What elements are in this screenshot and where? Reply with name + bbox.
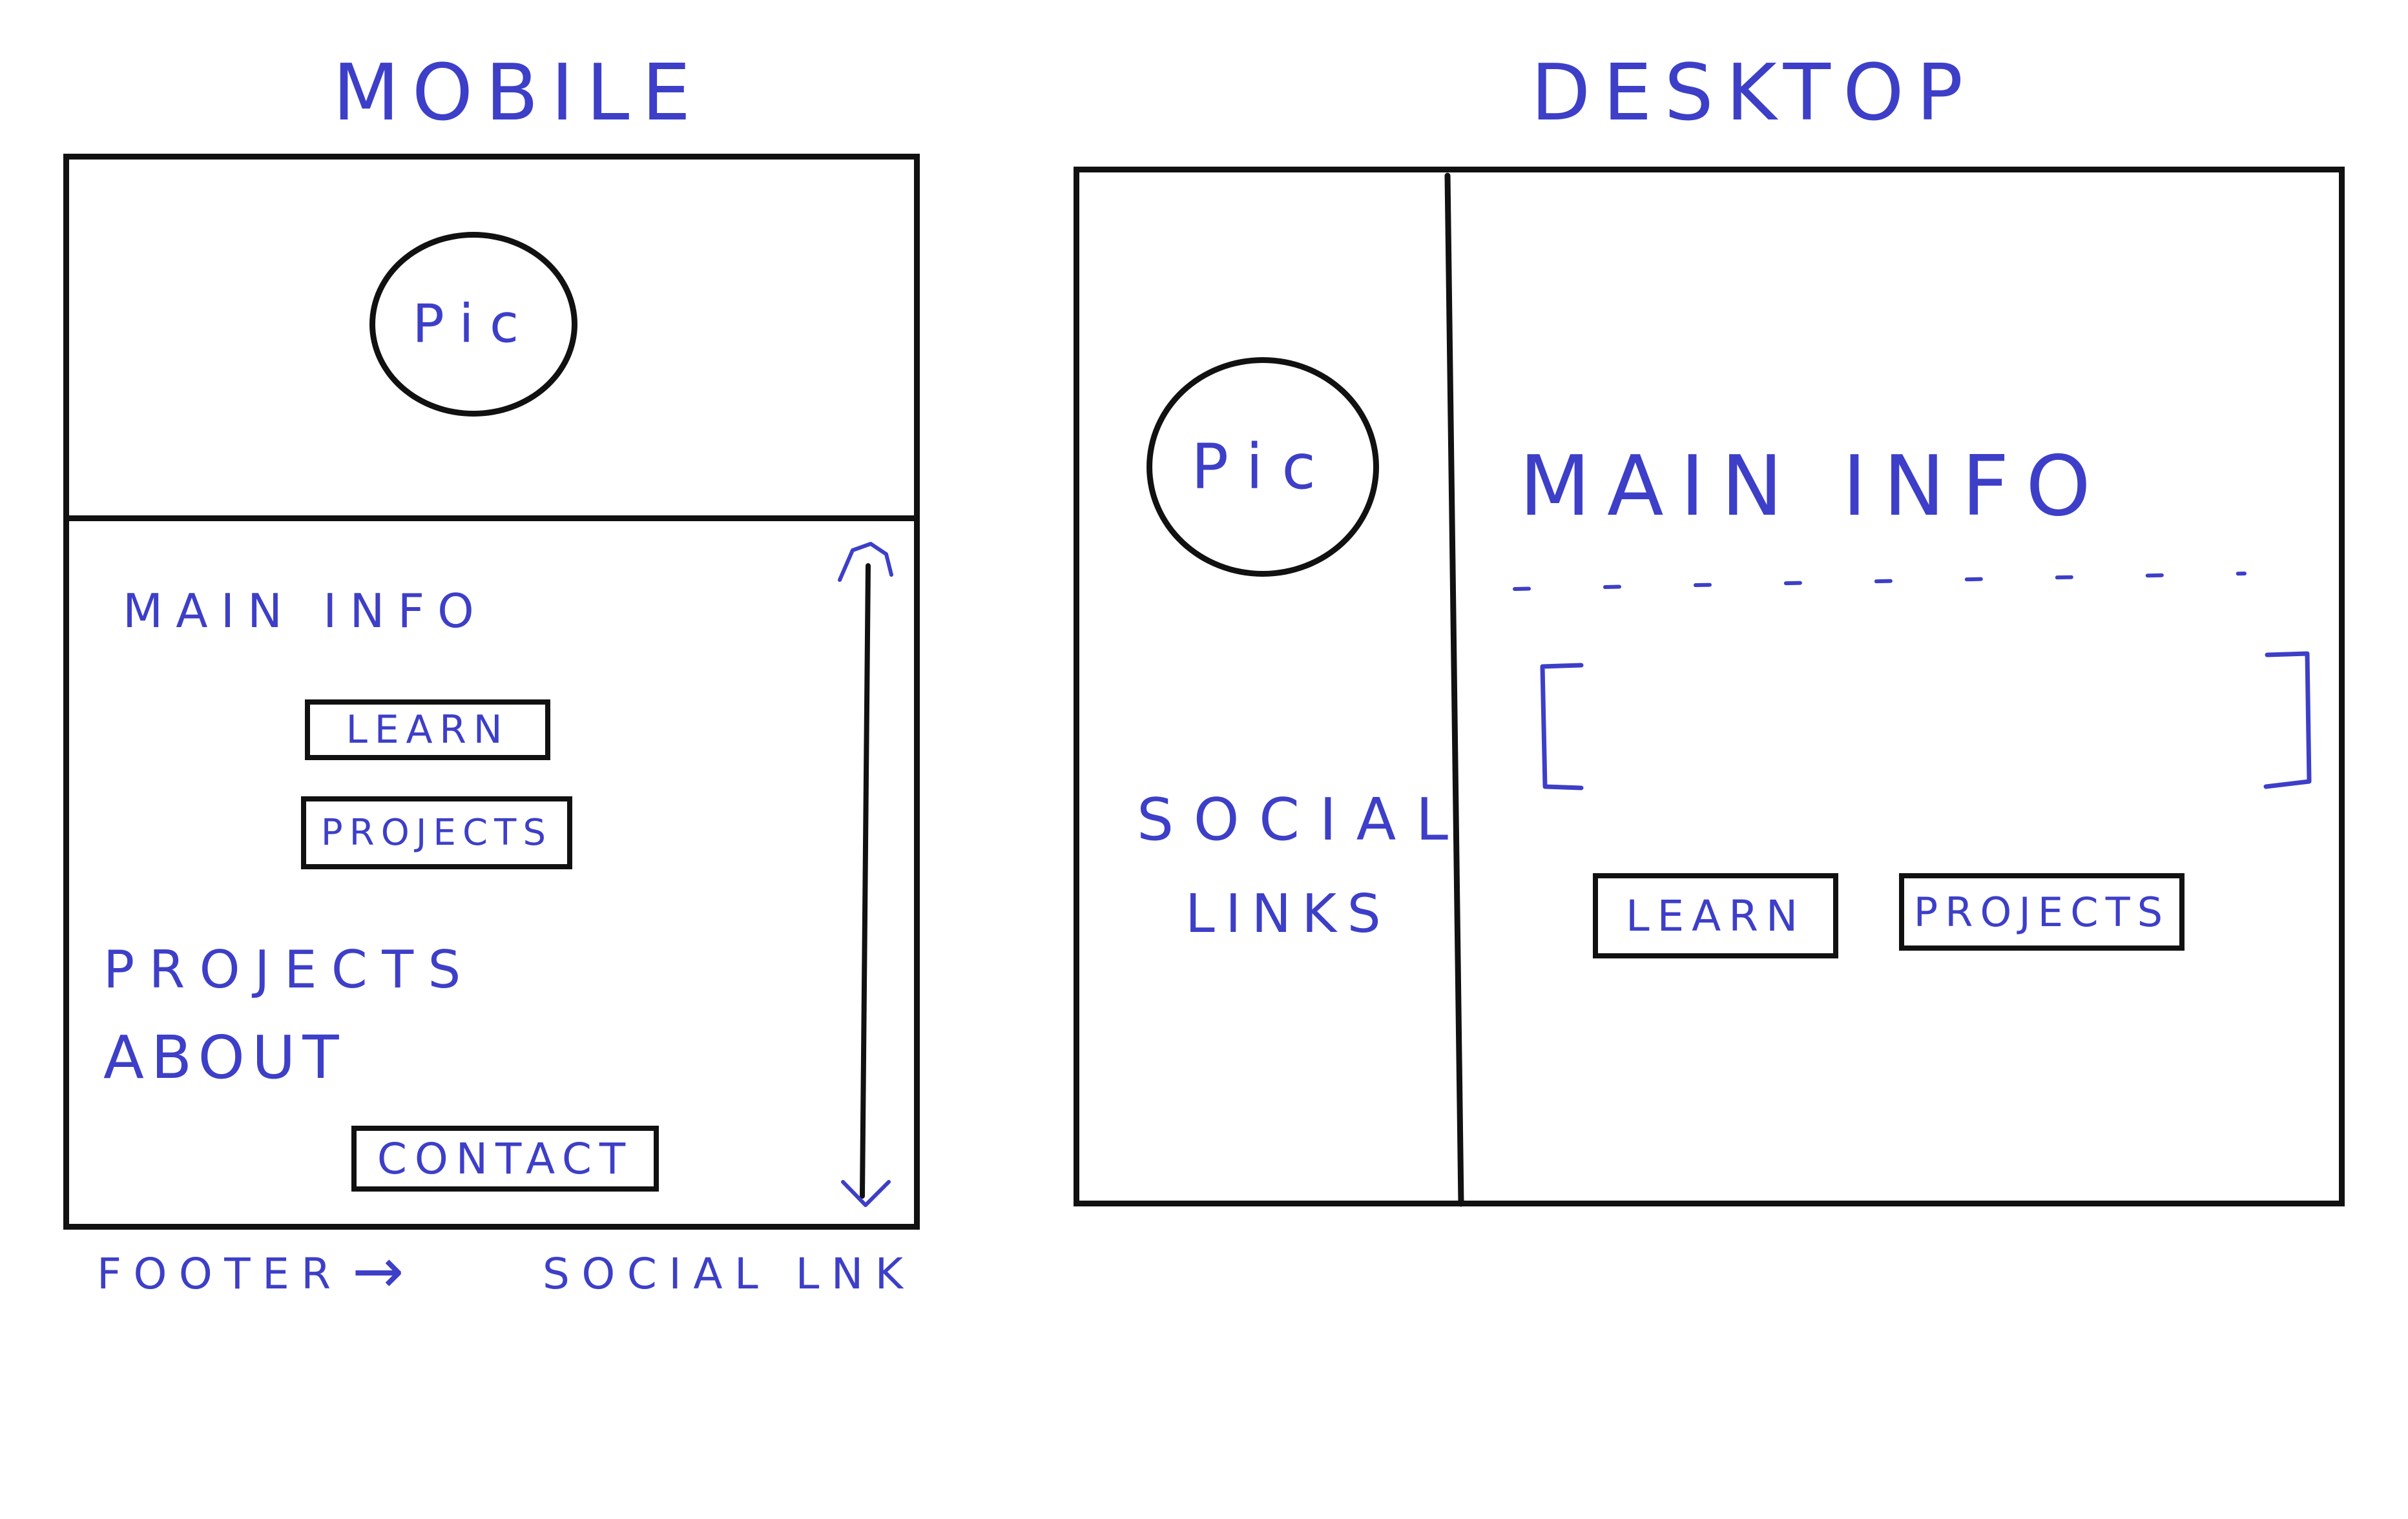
desktop-learn-button[interactable]: LEARN [1593, 873, 1838, 958]
desktop-dashed-separator [1513, 572, 2247, 591]
mobile-pic-label: Pic [412, 293, 535, 355]
desktop-projects-button[interactable]: PROJECTS [1899, 873, 2185, 951]
mobile-projects-label: PROJECTS [103, 940, 475, 1000]
desktop-main-info-label: MAIN INFO [1519, 439, 2108, 535]
mobile-title: MOBILE [333, 48, 703, 138]
desktop-social-label-line1: SOCIAL [1137, 786, 1468, 854]
mobile-frame [63, 154, 920, 1230]
mobile-about-label: ABOUT [103, 1023, 346, 1092]
mobile-footer-target: SOCIAL LNK [543, 1249, 915, 1299]
desktop-content-bracket-left [1540, 663, 1584, 790]
mobile-header-divider [63, 515, 920, 521]
mobile-learn-button[interactable]: LEARN [305, 699, 550, 760]
footer-arrow-icon: → [352, 1235, 404, 1307]
desktop-title: DESKTOP [1531, 48, 1976, 138]
scroll-down-arrow-icon [841, 1180, 891, 1207]
desktop-pic-label: Pic [1191, 431, 1334, 503]
mobile-main-info-label: MAIN INFO [123, 584, 487, 638]
mobile-footer-note: FOOTER [97, 1249, 343, 1299]
scroll-up-arrow-icon [838, 542, 893, 582]
desktop-frame [1074, 167, 2345, 1206]
mobile-contact-button[interactable]: CONTACT [351, 1126, 659, 1192]
mobile-profile-pic: Pic [369, 232, 577, 417]
desktop-content-bracket-right [2263, 651, 2312, 789]
desktop-social-label-line2: LINKS [1185, 884, 1392, 945]
mobile-projects-button[interactable]: PROJECTS [301, 796, 572, 869]
desktop-profile-pic: Pic [1147, 357, 1379, 577]
